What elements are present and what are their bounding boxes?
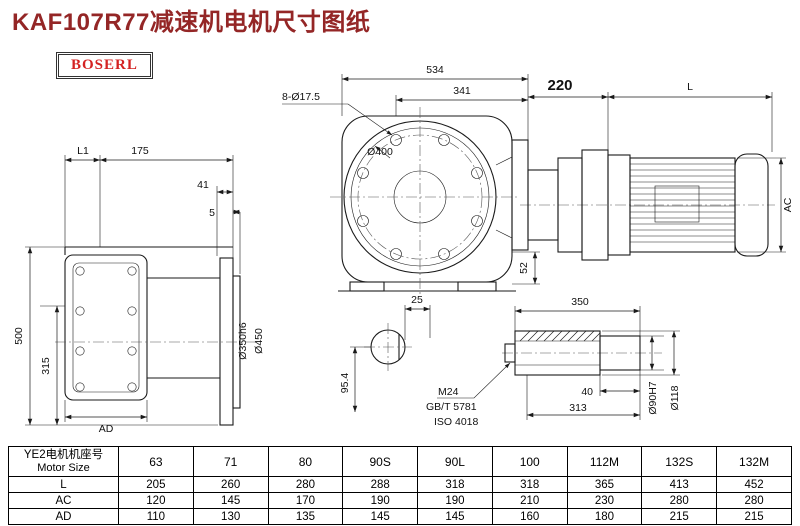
dim-341-label: 341	[453, 85, 471, 97]
dim-d400-label: Ø400	[367, 146, 393, 158]
table-cell: 190	[342, 492, 419, 509]
dim-315-label: 315	[40, 357, 52, 375]
gearbox-front-housing	[341, 115, 513, 283]
dim-d118-label: Ø118	[669, 385, 681, 410]
table-row: L 205 260 280 288 318 318 365 413 452	[8, 476, 792, 493]
fan-cowl	[734, 153, 769, 257]
table-cell: 413	[641, 476, 718, 493]
table-cell: 145	[342, 508, 419, 525]
table-col-header: 80	[267, 446, 344, 477]
table-cell: 280	[267, 476, 344, 493]
table-cell: 170	[267, 492, 344, 509]
table-row: AD 110 130 135 145 145 160 180 215 215	[8, 508, 792, 525]
bolt-holes-label: 8-Ø17.5	[282, 91, 320, 103]
table-cell: 280	[716, 492, 792, 509]
dim-d90-label: Ø90H7	[647, 381, 659, 414]
dim-350-label: 350	[571, 296, 589, 308]
standard-notes: M24 GB/T 5781 ISO 4018	[426, 362, 511, 428]
row-label-AD: AD	[8, 508, 119, 525]
shaft-section-view: 25 95.4	[339, 294, 431, 412]
gearbox-housing-outline	[64, 254, 148, 401]
input-flange	[511, 139, 529, 251]
note-iso: ISO 4018	[434, 416, 479, 428]
dim-AD-label: AD	[99, 423, 114, 435]
table-cell: 130	[192, 508, 269, 525]
table-cell: 145	[192, 492, 269, 509]
dim-L1-label: L1	[77, 145, 89, 157]
dim-AC-label: AC	[782, 197, 794, 212]
table-cell: 110	[118, 508, 194, 525]
page-title: KAF107R77减速机电机尺寸图纸	[12, 9, 371, 36]
table-cell: 452	[716, 476, 792, 493]
dim-95-label: 95.4	[339, 373, 351, 394]
dim-41-label: 41	[197, 179, 209, 191]
table-cell: 260	[192, 476, 269, 493]
header-en: Motor Size	[37, 462, 90, 474]
dim-40-label: 40	[581, 386, 593, 398]
motor-view: 220 L AC	[520, 77, 794, 261]
table-cell: 135	[267, 508, 344, 525]
dim-220-label: 220	[547, 77, 572, 94]
row-label-AC: AC	[8, 492, 119, 509]
dim-L-label: L	[687, 81, 693, 93]
output-flange-edge	[219, 257, 234, 426]
table-cell: 205	[118, 476, 194, 493]
brand-logo: BOSERL	[56, 52, 153, 79]
table-col-header: 63	[118, 446, 194, 477]
note-gb: GB/T 5781	[426, 401, 477, 413]
table-cell: 215	[641, 508, 718, 525]
table-col-header: 112M	[566, 446, 643, 477]
table-col-header: 100	[491, 446, 568, 477]
table-col-header: 132S	[641, 446, 718, 477]
header-cn: YE2电机机座号	[23, 449, 104, 461]
table-header-row: YE2电机机座号 Motor Size 63 71 80 90S 90L 100…	[8, 446, 792, 477]
table-header-motor-size: YE2电机机座号 Motor Size	[8, 446, 119, 477]
note-m24: M24	[438, 386, 459, 398]
table-col-header: 132M	[716, 446, 792, 477]
shaft-end	[599, 335, 641, 371]
motor-nameplate	[654, 185, 700, 223]
table-cell: 288	[342, 476, 419, 493]
dim-d350-label: Ø350h6	[237, 322, 249, 360]
table-cell: 120	[118, 492, 194, 509]
motor-size-table: YE2电机机座号 Motor Size 63 71 80 90S 90L 100…	[8, 446, 792, 525]
table-cell: 160	[491, 508, 568, 525]
dim-d450-label: Ø450	[253, 328, 265, 354]
table-cell: 365	[566, 476, 643, 493]
table-row: AC 120 145 170 190 190 210 230 280 280	[8, 492, 792, 509]
dim-52-label: 52	[518, 262, 530, 274]
table-col-header: 71	[192, 446, 269, 477]
dim-5-label: 5	[209, 207, 215, 219]
table-cell: 280	[641, 492, 718, 509]
table-col-header: 90S	[342, 446, 419, 477]
dim-313-label: 313	[569, 402, 587, 414]
table-col-header: 90L	[417, 446, 493, 477]
dim-175-label: 175	[131, 145, 149, 157]
dim-500-label: 500	[13, 327, 25, 345]
table-cell: 318	[417, 476, 493, 493]
left-view: 500 315 L1 175 41 5 AD Ø350h6 Ø450	[13, 145, 265, 435]
dim-25-label: 25	[411, 294, 423, 306]
table-cell: 230	[566, 492, 643, 509]
shaft-detail-view: 350 40 313 Ø90H7 Ø118	[502, 296, 681, 420]
dim-534-label: 534	[426, 64, 444, 76]
table-cell: 180	[566, 508, 643, 525]
table-cell: 210	[491, 492, 568, 509]
table-cell: 145	[417, 508, 493, 525]
retaining-bolt	[504, 343, 516, 363]
row-label-L: L	[8, 476, 119, 493]
front-view: 534 341 8-Ø17.5 Ø400 52	[282, 64, 540, 294]
table-cell: 190	[417, 492, 493, 509]
table-cell: 318	[491, 476, 568, 493]
table-cell: 215	[716, 508, 792, 525]
